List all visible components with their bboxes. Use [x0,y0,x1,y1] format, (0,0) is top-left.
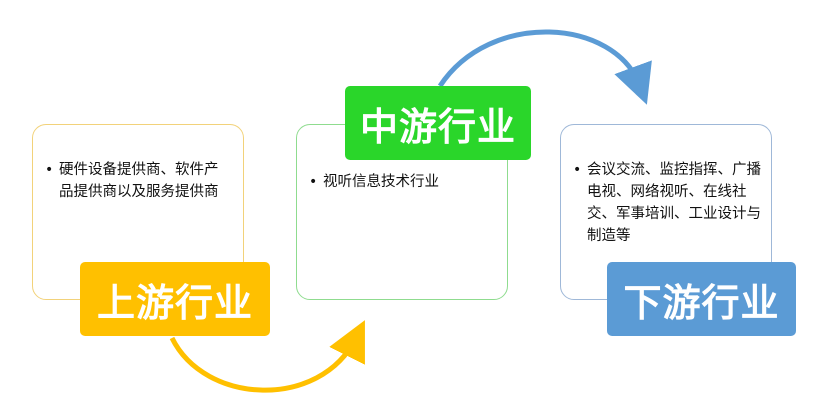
upstream-list: 硬件设备提供商、软件产品提供商以及服务提供商 [43,159,231,203]
arrow-upstream-to-midstream [169,320,365,393]
upstream-title: 上游行业 [80,262,270,336]
upstream-item: 硬件设备提供商、软件产品提供商以及服务提供商 [43,159,231,203]
downstream-title: 下游行业 [607,262,796,336]
arrow-midstream-to-downstream [437,29,652,105]
midstream-title: 中游行业 [345,86,531,160]
downstream-item: 会议交流、监控指挥、广播电视、网络视听、在线社交、军事培训、工业设计与制造等 [571,159,765,247]
midstream-list: 视听信息技术行业 [307,171,495,193]
downstream-list: 会议交流、监控指挥、广播电视、网络视听、在线社交、军事培训、工业设计与制造等 [571,159,765,247]
midstream-item: 视听信息技术行业 [307,171,495,193]
